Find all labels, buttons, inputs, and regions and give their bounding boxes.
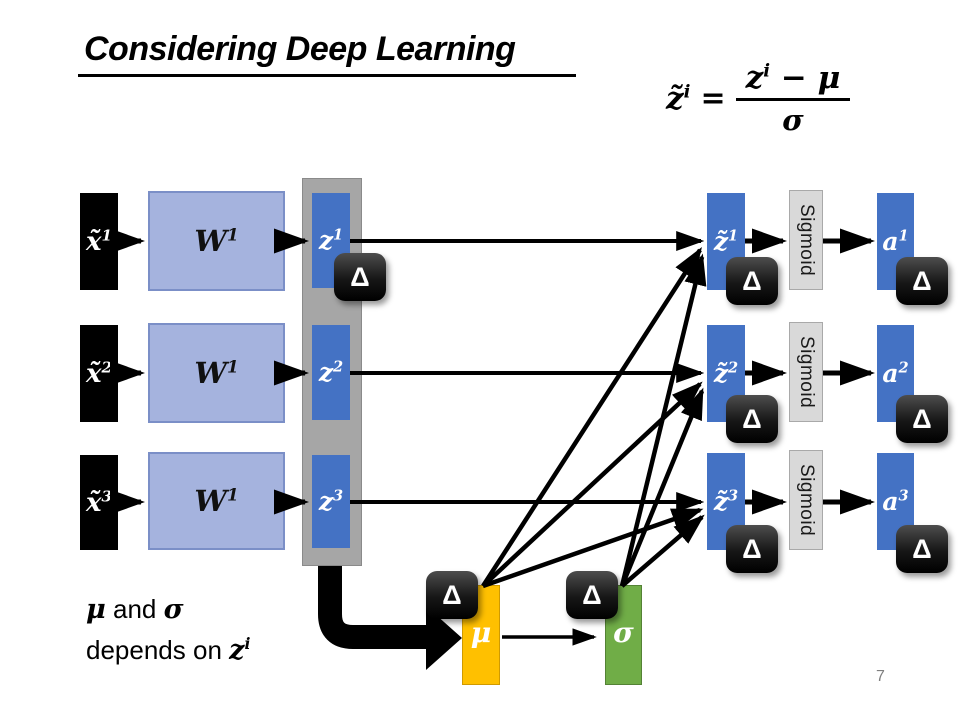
delta-badge-ztilde3: Δ <box>726 525 778 573</box>
delta-badge-ztilde1: Δ <box>726 257 778 305</box>
normalization-formula: z̃i = zi − μ σ <box>666 60 851 137</box>
fraction-bar <box>735 98 851 101</box>
delta-badge-sigma: Δ <box>566 571 618 619</box>
mu-sigma-note: μ and σ depends on zi <box>86 590 250 671</box>
delta-badge-ztilde2: Δ <box>726 395 778 443</box>
weight-w1-box-row3: W1 <box>148 452 285 550</box>
slide-title: Considering Deep Learning <box>84 30 516 68</box>
formula-equals: = <box>700 81 726 116</box>
title-underline <box>78 74 576 77</box>
input-x3-box: x̃3 <box>80 455 118 550</box>
note-line2: depends on zi <box>86 633 251 666</box>
delta-badge-z1: Δ <box>334 253 386 301</box>
input-x2-box: x̃2 <box>80 325 118 422</box>
delta-badge-a1: Δ <box>896 257 948 305</box>
sigmoid-box-row2: Sigmoid <box>789 322 823 422</box>
sigma-to-ztilde-arrows <box>619 253 707 588</box>
delta-badge-a3: Δ <box>896 525 948 573</box>
z2-box: z2 <box>312 325 350 420</box>
formula-fraction: zi − μ σ <box>735 60 851 137</box>
formula-numerator: zi − μ <box>745 60 841 96</box>
weight-w1-box-row1: W1 <box>148 191 285 291</box>
z3-box: z3 <box>312 455 350 548</box>
weight-w1-box-row2: W1 <box>148 323 285 423</box>
sigmoid-box-row1: Sigmoid <box>789 190 823 290</box>
input-x1-box: x̃1 <box>80 193 118 290</box>
formula-lhs: z̃i <box>666 80 691 117</box>
delta-badge-mu: Δ <box>426 571 478 619</box>
formula-denominator: σ <box>782 103 804 137</box>
mu-to-ztilde-arrows <box>481 246 704 589</box>
sigmoid-box-row3: Sigmoid <box>789 450 823 550</box>
page-number: 7 <box>876 668 885 685</box>
note-line1: μ and σ <box>86 594 184 625</box>
z1-box: z1 <box>312 193 350 288</box>
delta-badge-a2: Δ <box>896 395 948 443</box>
